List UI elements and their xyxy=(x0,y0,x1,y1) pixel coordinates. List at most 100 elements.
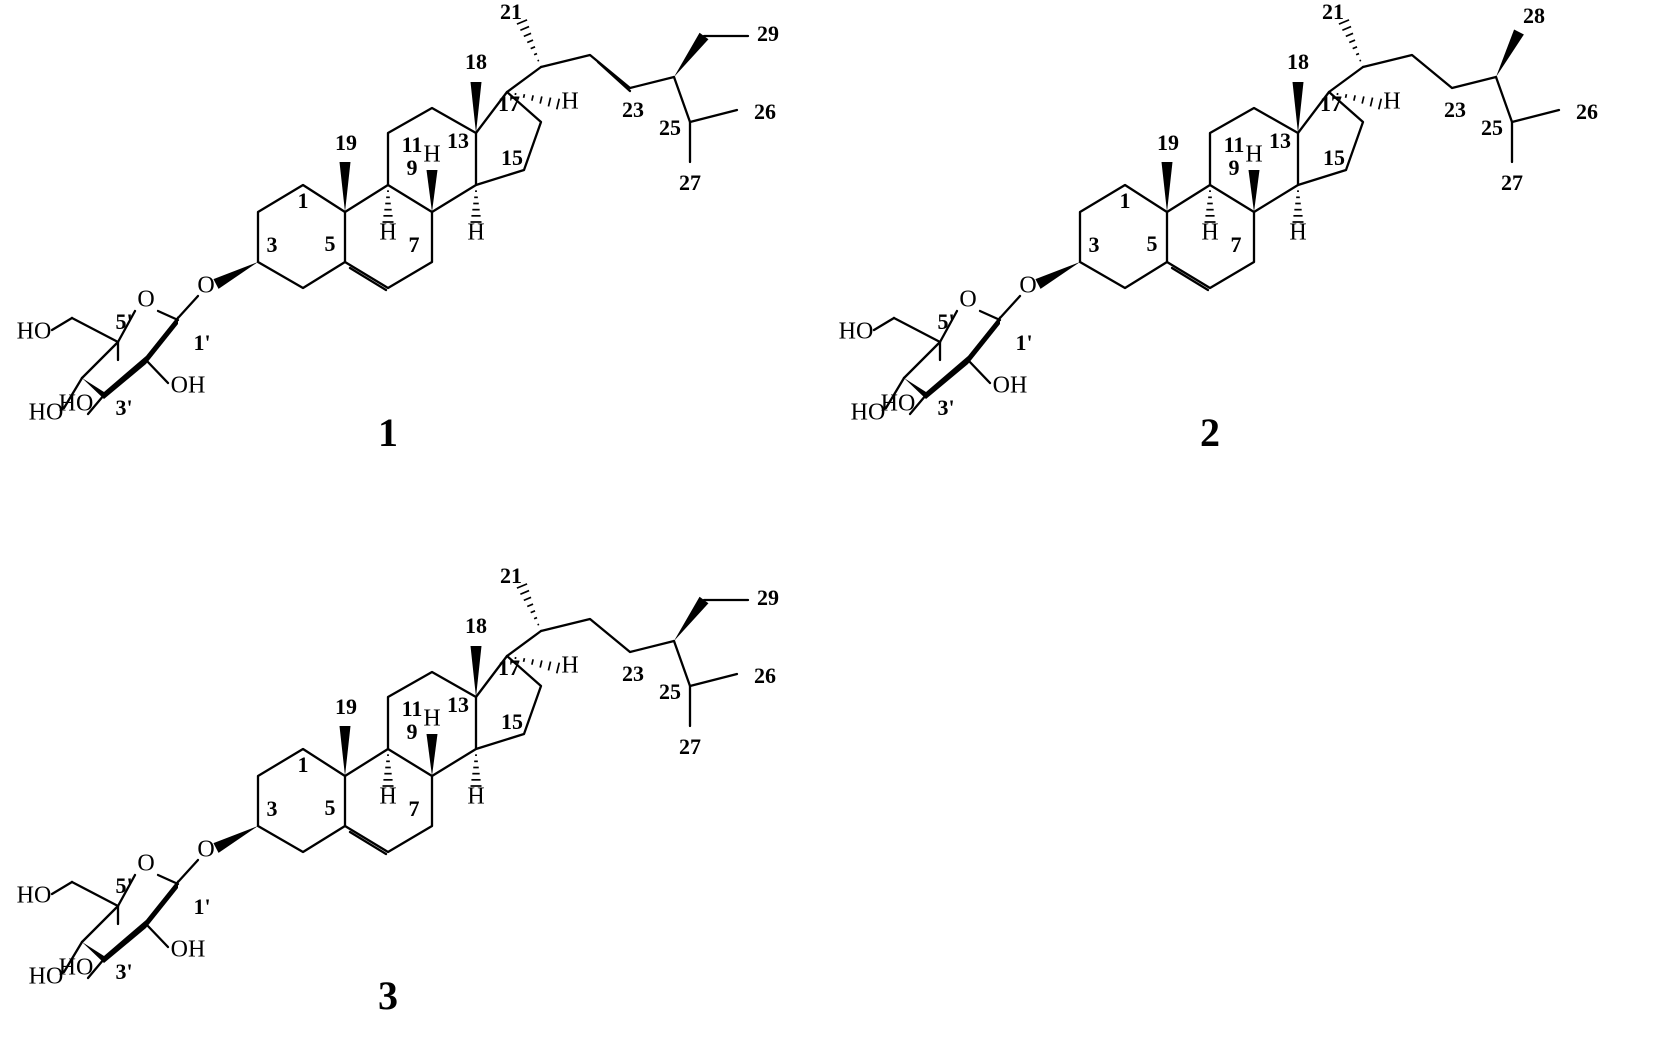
hash-stroke xyxy=(1355,52,1360,56)
locant-1: 1 xyxy=(1120,188,1131,213)
bond-c2s-c1s-bold xyxy=(968,316,1000,364)
hydroxymethyl-oh-label: HO xyxy=(839,319,874,345)
methyl-19-wedge xyxy=(339,162,351,212)
hydroxyl-c4-label: HO xyxy=(29,400,64,426)
bond-c6s-o6 xyxy=(50,880,74,896)
hydroxyl-c4-label: HO xyxy=(29,964,64,990)
locant-26: 26 xyxy=(754,99,776,124)
h17-atom-label: H xyxy=(561,653,578,679)
hash-stroke xyxy=(520,589,530,596)
locant-26: 26 xyxy=(754,663,776,688)
hash-stroke xyxy=(1348,39,1356,44)
locant-15: 15 xyxy=(501,709,523,734)
ring-oxygen-label: O xyxy=(137,287,154,313)
locant-3: 3 xyxy=(1089,232,1100,257)
locant-27: 27 xyxy=(679,734,701,759)
locant-25: 25 xyxy=(659,679,681,704)
h14-hash xyxy=(1292,190,1304,223)
bond-c1s-oring xyxy=(156,873,180,886)
locant-21: 21 xyxy=(1322,0,1344,24)
locant-9: 9 xyxy=(1229,155,1240,180)
locant-15: 15 xyxy=(501,145,523,170)
hash-stroke xyxy=(523,32,532,38)
locant-18: 18 xyxy=(465,49,487,74)
methyl-21-hash xyxy=(516,19,540,62)
h9-hash xyxy=(382,190,394,223)
hash-stroke xyxy=(537,59,540,62)
hash-stroke xyxy=(526,39,534,44)
locant-7: 7 xyxy=(1231,232,1242,257)
bond-c2s-c1s-bold xyxy=(146,316,178,364)
locant-23: 23 xyxy=(622,661,644,686)
bond-oring-c5s xyxy=(116,309,137,344)
h17-hash xyxy=(1336,92,1383,110)
locant-11: 11 xyxy=(402,696,423,721)
hash-stroke xyxy=(1338,19,1350,25)
side-chain-c20-c24 xyxy=(539,617,676,654)
locant-19: 19 xyxy=(335,694,357,719)
bond-c3s-c2s-bold xyxy=(926,356,968,399)
h9-hash xyxy=(1204,190,1216,223)
hash-stroke xyxy=(1345,32,1354,38)
h9-atom-label: H xyxy=(379,220,396,246)
locant-3: 3 xyxy=(267,796,278,821)
h14-atom-label: H xyxy=(467,784,484,810)
locant-3-prime: 3' xyxy=(115,959,132,984)
hydroxymethyl-oh-label: HO xyxy=(17,319,52,345)
h9-atom-label: H xyxy=(1201,220,1218,246)
locant-17: 17 xyxy=(498,655,520,680)
locant-25: 25 xyxy=(1481,115,1503,140)
bond-c4s-c3s-wedge xyxy=(82,378,104,399)
hash-stroke xyxy=(1369,97,1374,107)
locant-11: 11 xyxy=(402,132,423,157)
methyl-19-wedge xyxy=(1161,162,1173,212)
hash-stroke xyxy=(520,25,530,32)
locant-27: 27 xyxy=(679,170,701,195)
ring-oxygen-label: O xyxy=(137,851,154,877)
bond-c3s-oh xyxy=(86,393,106,416)
hash-stroke xyxy=(533,52,538,56)
h9-atom-label: H xyxy=(379,784,396,810)
locant-19: 19 xyxy=(1157,130,1179,155)
bond-c1s-oring xyxy=(978,309,1002,322)
hash-stroke xyxy=(531,95,534,101)
hash-stroke xyxy=(516,583,528,589)
bond-c4s-oh xyxy=(62,376,84,410)
bond-o-c1s xyxy=(176,858,200,884)
locant-15: 15 xyxy=(1323,145,1345,170)
locant-5: 5 xyxy=(325,231,336,256)
locant-1-prime: 1' xyxy=(1015,330,1032,355)
bond-c2s-oh xyxy=(144,358,170,385)
hash-stroke xyxy=(1361,96,1365,104)
hash-stroke xyxy=(555,98,561,110)
hydroxyl-c2-label: OH xyxy=(171,937,206,963)
locant-17: 17 xyxy=(498,91,520,116)
bond-o-c1s xyxy=(176,294,200,320)
bond-c4s-c3s-wedge xyxy=(82,942,104,963)
locant-9: 9 xyxy=(407,719,418,744)
h8-atom-label: H xyxy=(1245,142,1262,168)
h17-hash xyxy=(514,656,561,674)
bond-c5s-c6s xyxy=(70,316,120,344)
hash-stroke xyxy=(1342,25,1352,32)
locant-27: 27 xyxy=(1501,170,1523,195)
glycosidic-oxygen-label: O xyxy=(197,273,214,299)
compound-number-1: 1 xyxy=(378,410,398,455)
hash-stroke xyxy=(1359,59,1362,62)
locant-3-prime: 3' xyxy=(937,395,954,420)
bond-c2s-oh xyxy=(144,922,170,949)
side-chain-c20-c24 xyxy=(1361,53,1498,90)
h8-wedge xyxy=(426,170,438,212)
locant-7: 7 xyxy=(409,796,420,821)
h17-atom-label: H xyxy=(1383,89,1400,115)
ring-c xyxy=(1208,106,1300,214)
locant-13: 13 xyxy=(447,692,469,717)
locant-1-prime: 1' xyxy=(193,894,210,919)
hash-stroke xyxy=(530,610,536,614)
hydroxyl-c3-label: HO xyxy=(881,391,916,417)
double-bond-c5-c6 xyxy=(348,266,388,292)
bond-c17-c20 xyxy=(505,65,543,94)
locant-21: 21 xyxy=(500,0,522,24)
